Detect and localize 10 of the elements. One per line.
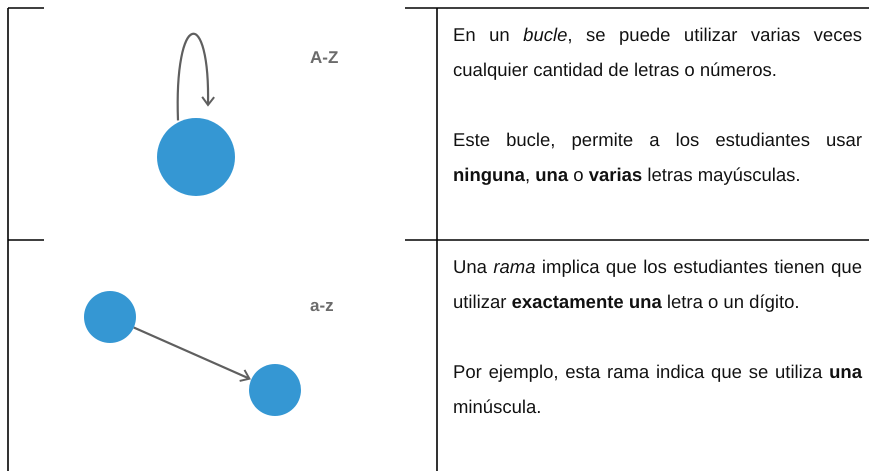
character-range-label: a-z [310, 296, 334, 316]
description-text: Una rama implica que los estudiantes tienen que utilizar exactamente una letra o un dígito. [453, 255, 862, 314]
arrow [176, 33, 215, 120]
arrow [133, 326, 250, 382]
description-text: En un bucle, se puede utilizar varias veces cualquier cantidad de letras o números. [453, 23, 862, 82]
description-text: Por ejemplo, esta rama indica que se utiliza una minúscula. [453, 360, 862, 419]
state-circle [249, 364, 301, 416]
description-text: Este bucle, permite a los estudiantes usar ninguna, una o varias letras mayúsculas. [453, 128, 862, 187]
state-circle [84, 291, 136, 343]
character-range-label: A-Z [310, 48, 338, 68]
